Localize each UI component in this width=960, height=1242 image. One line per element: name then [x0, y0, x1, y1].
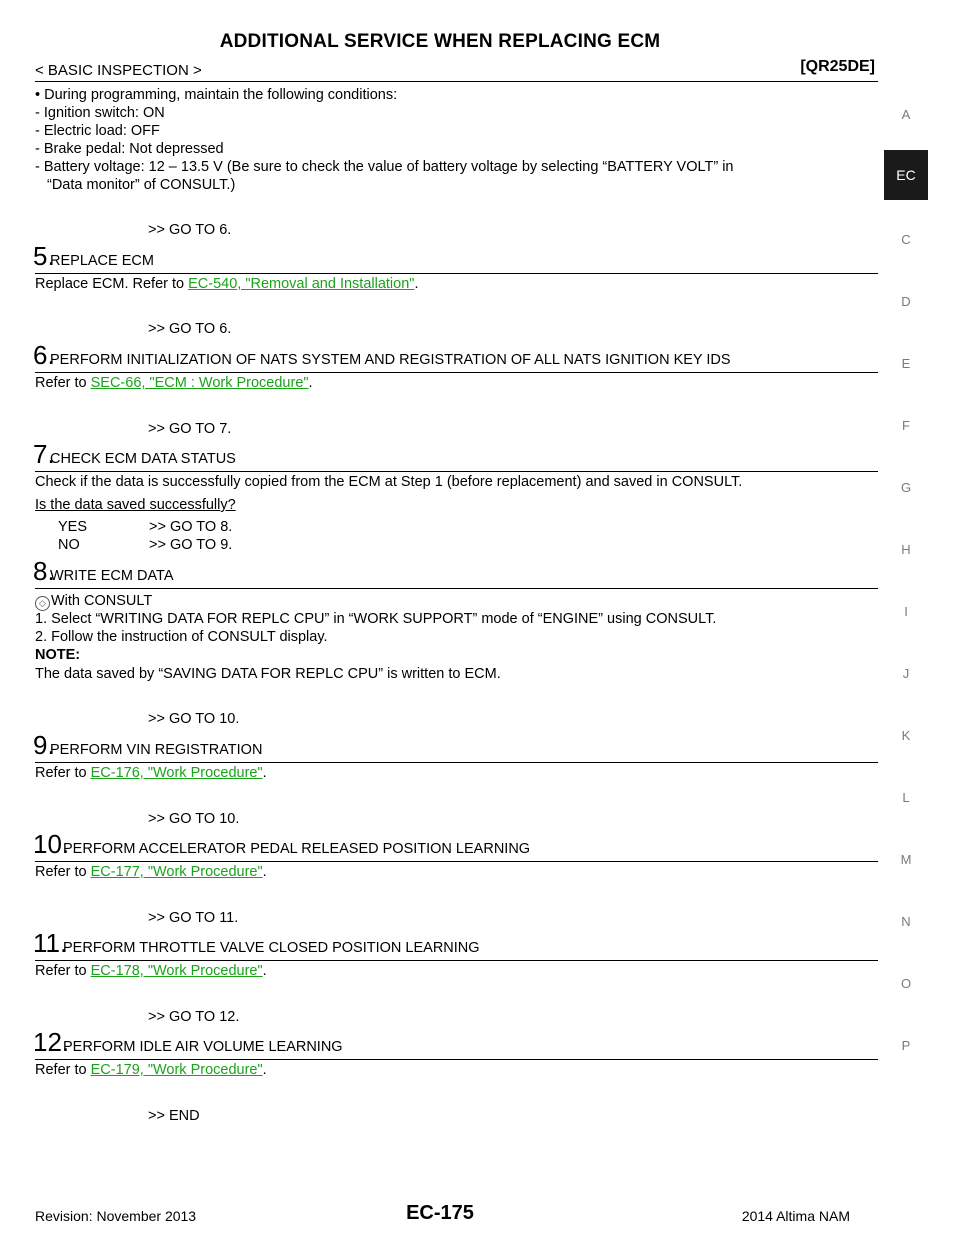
step-title: PERFORM INITIALIZATION OF NATS SYSTEM AN…: [50, 352, 731, 368]
reference-link[interactable]: EC-176, "Work Procedure": [90, 765, 263, 781]
step-10-header: 10. PERFORM ACCELERATOR PEDAL RELEASED P…: [33, 829, 878, 862]
goto-text: >> GO TO 10.: [148, 811, 240, 827]
step-number: 7.: [33, 439, 55, 469]
sidebar-item-o[interactable]: O: [900, 976, 912, 991]
section-index-sidebar: A EC C D E F G H I J K L M N O P: [884, 0, 960, 1242]
sidebar-item-d[interactable]: D: [901, 294, 911, 309]
header-divider: [35, 81, 878, 82]
step-7-question: Is the data saved successfully?: [35, 497, 236, 513]
sidebar-item-p[interactable]: P: [901, 1038, 911, 1053]
step-number: 8.: [33, 556, 55, 586]
step-title: WRITE ECM DATA: [50, 568, 174, 584]
conditions-intro: • During programming, maintain the follo…: [35, 87, 398, 103]
step-title: PERFORM THROTTLE VALVE CLOSED POSITION L…: [63, 940, 480, 956]
goto-text: >> GO TO 6.: [148, 321, 232, 337]
sidebar-item-j[interactable]: J: [902, 666, 910, 681]
step-title: PERFORM IDLE AIR VOLUME LEARNING: [63, 1039, 343, 1055]
goto-text: >> GO TO 11.: [148, 910, 239, 926]
step-9-header: 9. PERFORM VIN REGISTRATION: [33, 730, 878, 763]
section-breadcrumb: < BASIC INSPECTION >: [35, 62, 202, 79]
step-6-header: 6. PERFORM INITIALIZATION OF NATS SYSTEM…: [33, 340, 878, 373]
goto-text: >> GO TO 10.: [148, 711, 240, 727]
reference-link[interactable]: SEC-66, "ECM : Work Procedure": [90, 375, 309, 391]
step-5-header: 5. REPLACE ECM: [33, 241, 878, 274]
step-number: 6.: [33, 340, 55, 370]
note-label: NOTE:: [35, 647, 81, 663]
engine-code: [QR25DE]: [800, 58, 875, 75]
step-number: 10.: [33, 829, 70, 859]
goto-text: >> END: [148, 1108, 200, 1124]
sidebar-item-ec[interactable]: EC: [884, 150, 928, 200]
consult-line: ◇With CONSULT: [35, 593, 152, 611]
goto-text: >> GO TO 7.: [148, 421, 232, 437]
sidebar-item-e[interactable]: E: [901, 356, 911, 371]
step-number: 9.: [33, 730, 55, 760]
yes-label: YES: [58, 519, 88, 535]
step-6-text: Refer to SEC-66, "ECM : Work Procedure".: [35, 375, 313, 391]
step-5-text: Replace ECM. Refer to EC-540, "Removal a…: [35, 276, 419, 292]
step-11-header: 11. PERFORM THROTTLE VALVE CLOSED POSITI…: [33, 928, 878, 961]
page-title: ADDITIONAL SERVICE WHEN REPLACING ECM: [219, 31, 661, 52]
condition-item: - Electric load: OFF: [35, 123, 160, 139]
reference-link[interactable]: EC-177, "Work Procedure": [90, 864, 263, 880]
page-number: EC-175: [406, 1202, 474, 1224]
instruction-item: 1. Select “WRITING DATA FOR REPLC CPU” i…: [35, 611, 717, 627]
condition-item: - Battery voltage: 12 – 13.5 V (Be sure …: [35, 159, 734, 175]
condition-item: - Brake pedal: Not depressed: [35, 141, 224, 157]
goto-text: >> GO TO 12.: [148, 1009, 240, 1025]
reference-link[interactable]: EC-540, "Removal and Installation": [188, 276, 415, 292]
yes-goto: >> GO TO 8.: [149, 519, 233, 535]
revision-date: Revision: November 2013: [35, 1208, 197, 1224]
sidebar-item-a[interactable]: A: [901, 107, 911, 122]
sidebar-item-g[interactable]: G: [900, 480, 912, 495]
sidebar-item-m[interactable]: M: [900, 852, 912, 867]
note-text: The data saved by “SAVING DATA FOR REPLC…: [35, 666, 501, 682]
reference-link[interactable]: EC-179, "Work Procedure": [90, 1062, 263, 1078]
instruction-item: 2. Follow the instruction of CONSULT dis…: [35, 629, 328, 645]
step-title: PERFORM ACCELERATOR PEDAL RELEASED POSIT…: [63, 841, 531, 857]
step-11-text: Refer to EC-178, "Work Procedure".: [35, 963, 267, 979]
step-7-header: 7. CHECK ECM DATA STATUS: [33, 439, 878, 472]
step-number: 11.: [33, 928, 68, 958]
goto-text: >> GO TO 6.: [148, 222, 232, 238]
sidebar-item-f[interactable]: F: [902, 418, 910, 433]
step-title: PERFORM VIN REGISTRATION: [50, 742, 263, 758]
step-9-text: Refer to EC-176, "Work Procedure".: [35, 765, 267, 781]
step-title: CHECK ECM DATA STATUS: [50, 451, 236, 467]
sidebar-item-h[interactable]: H: [901, 542, 911, 557]
step-12-text: Refer to EC-179, "Work Procedure".: [35, 1062, 267, 1078]
sidebar-item-k[interactable]: K: [901, 728, 911, 743]
condition-item: - Ignition switch: ON: [35, 105, 165, 121]
sidebar-item-i[interactable]: I: [904, 604, 908, 619]
vehicle-model: 2014 Altima NAM: [741, 1208, 850, 1224]
no-goto: >> GO TO 9.: [149, 537, 233, 553]
step-title: REPLACE ECM: [50, 253, 154, 269]
no-label: NO: [58, 537, 80, 553]
reference-link[interactable]: EC-178, "Work Procedure": [90, 963, 263, 979]
step-7-text: Check if the data is successfully copied…: [35, 474, 743, 490]
step-8-header: 8. WRITE ECM DATA: [33, 556, 878, 589]
step-12-header: 12. PERFORM IDLE AIR VOLUME LEARNING: [33, 1027, 878, 1060]
condition-item: “Data monitor” of CONSULT.): [47, 177, 236, 193]
sidebar-item-n[interactable]: N: [901, 914, 911, 929]
step-10-text: Refer to EC-177, "Work Procedure".: [35, 864, 267, 880]
step-number: 5.: [33, 241, 55, 271]
sidebar-item-c[interactable]: C: [901, 232, 911, 247]
sidebar-item-l[interactable]: L: [902, 790, 910, 805]
consult-icon: ◇: [35, 596, 50, 611]
step-number: 12.: [33, 1027, 70, 1057]
